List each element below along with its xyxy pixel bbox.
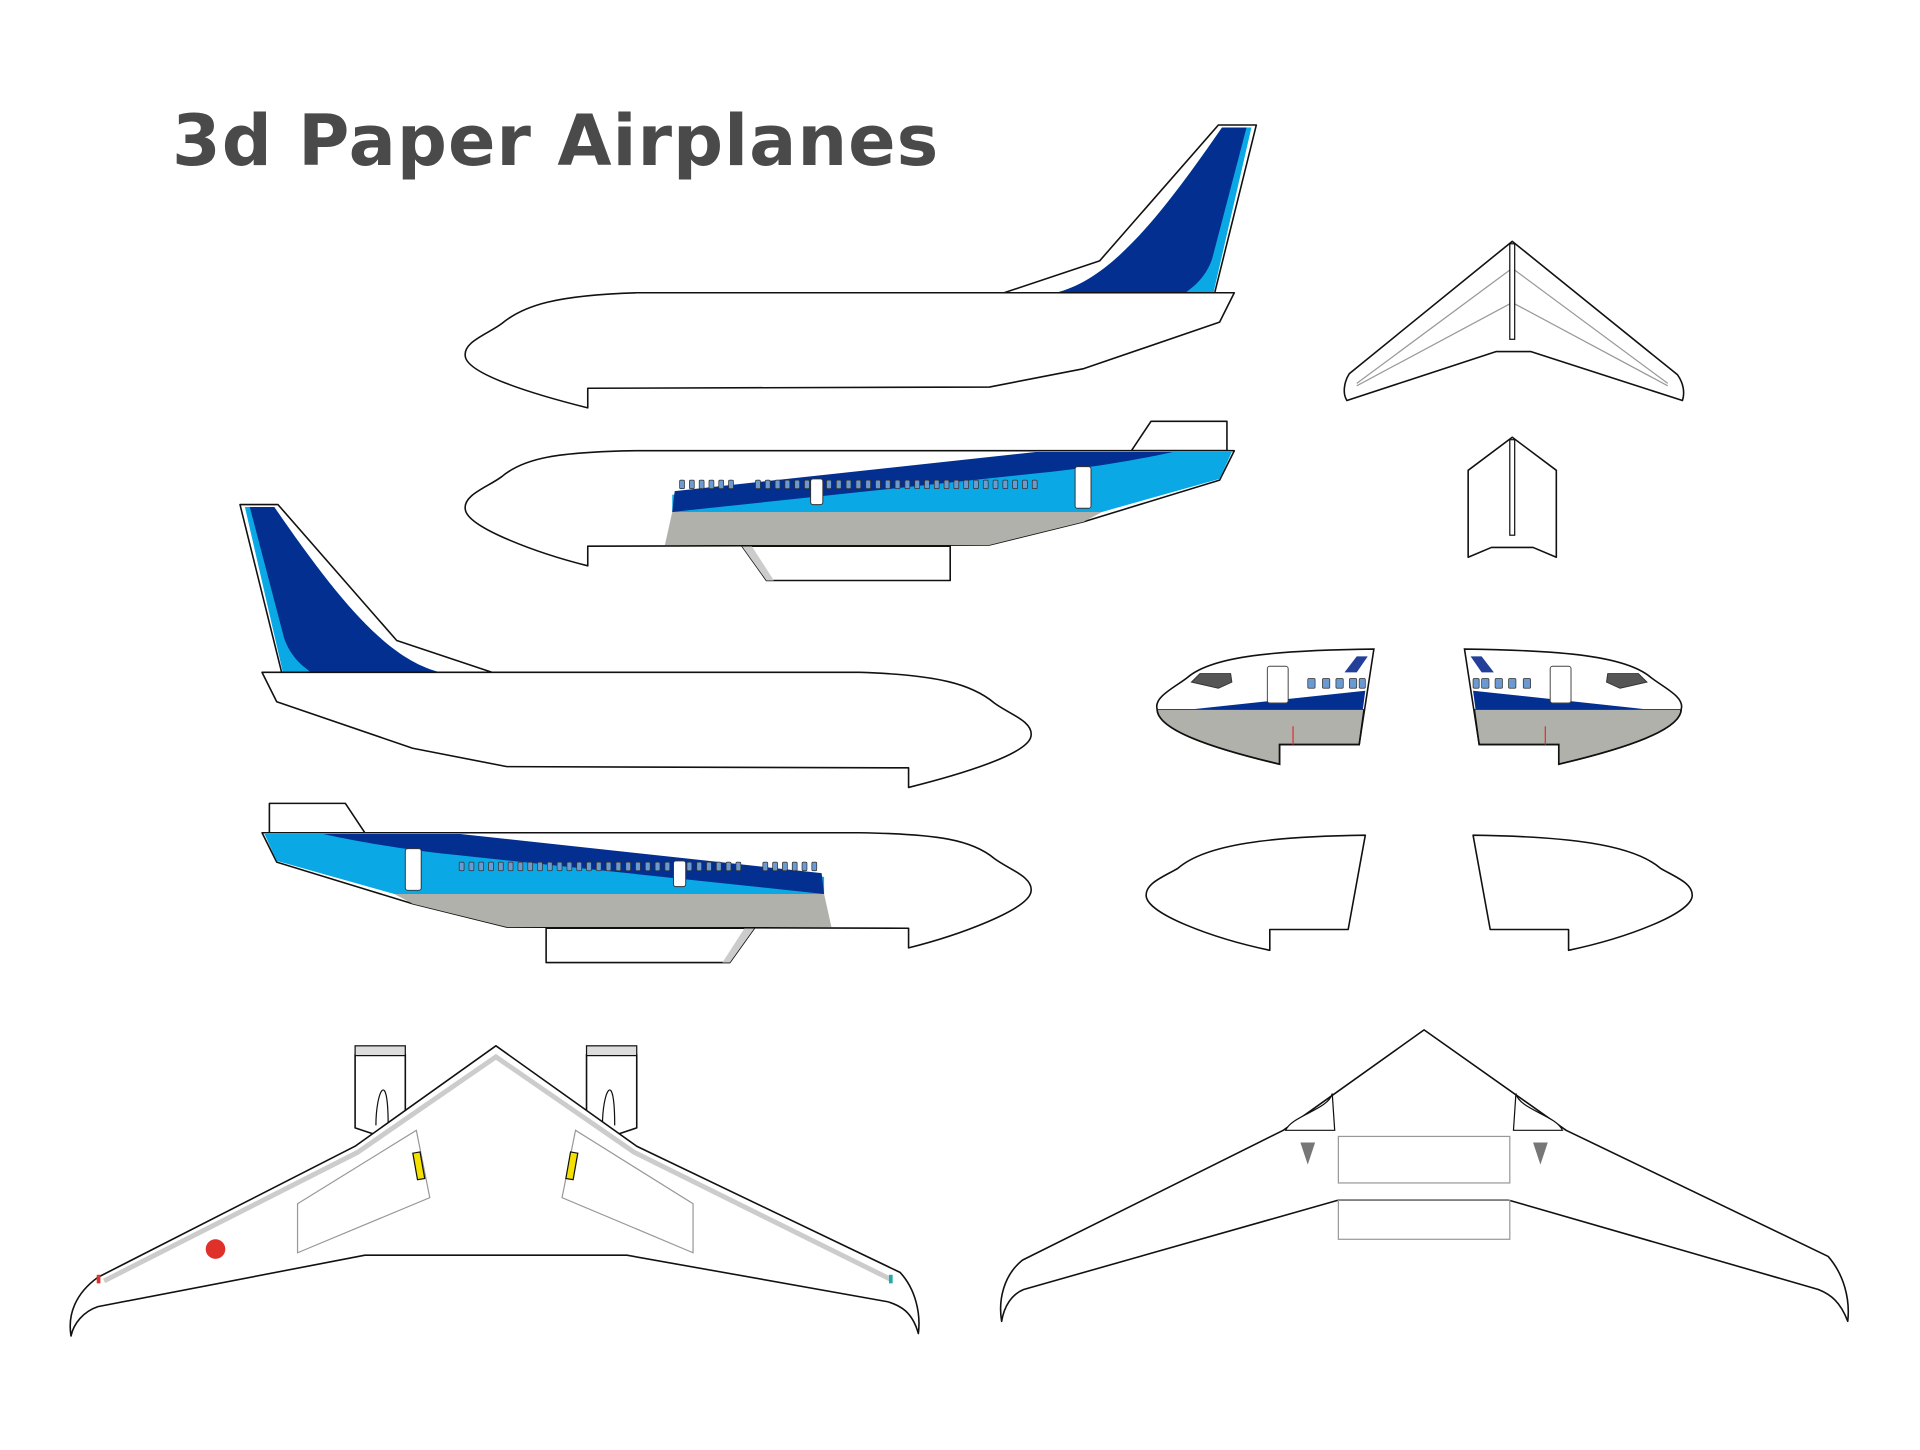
fuselage-left-side-plain: [464, 124, 1258, 409]
vertical-stabilizer-tab: [1467, 436, 1558, 559]
nose-right: [1463, 648, 1683, 765]
nose-outline-left: [1145, 834, 1367, 952]
horizontal-stabilizer: [1343, 240, 1685, 402]
nose-left: [1155, 648, 1375, 765]
fuselage-left-side-livery: [464, 420, 1236, 582]
main-wing-bottom: [999, 1029, 1850, 1323]
page-title: 3d Paper Airplanes: [172, 100, 940, 182]
main-wing-top: [69, 1045, 920, 1337]
fuselage-right-side-livery: [261, 802, 1032, 964]
nose-outline-right: [1472, 834, 1694, 952]
